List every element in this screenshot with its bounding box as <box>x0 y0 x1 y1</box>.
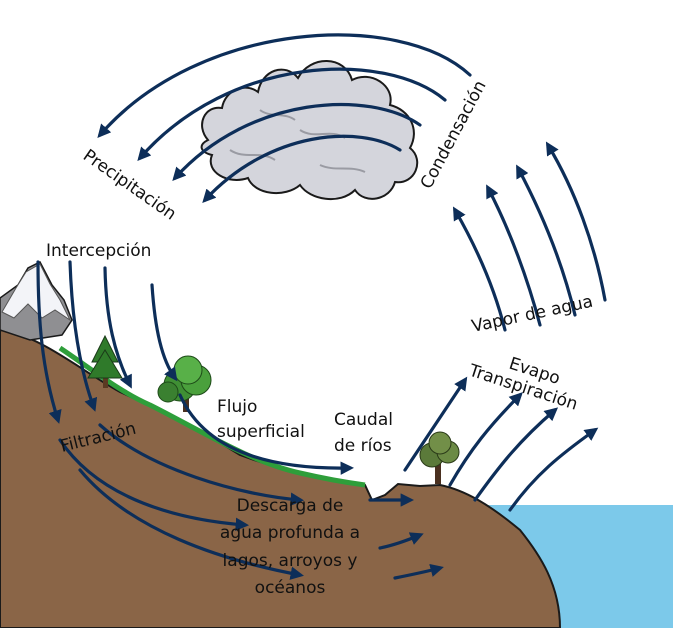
groundwater-arrow-5 <box>378 532 424 550</box>
label-surface-flow-line2: superficial <box>217 422 305 442</box>
label-precipitation: Precipitación <box>79 146 180 225</box>
label-surface-flow-line1: Flujo <box>217 397 257 417</box>
cloud <box>200 60 419 201</box>
tree-right <box>419 431 460 484</box>
vapor-arrow-2 <box>486 184 542 327</box>
evapotranspiration-arrow-4 <box>508 427 599 512</box>
evapotranspiration-arrow-3 <box>473 407 559 502</box>
label-discharge-line2: agua profunda a <box>220 523 360 543</box>
mountain-snow <box>1 263 72 322</box>
groundwater-arrow-2 <box>78 468 304 580</box>
groundwater-arrow-3 <box>98 423 305 506</box>
label-river-flow-line2: de ríos <box>334 436 392 456</box>
interception-arrow-4 <box>150 283 178 382</box>
label-condensation: Condensación <box>417 77 491 192</box>
tree-left <box>157 355 212 412</box>
groundwater-arrow-6 <box>393 563 444 580</box>
precipitation-arrow-1 <box>97 33 472 139</box>
vapor-arrow-4 <box>545 141 607 302</box>
label-river-flow-line1: Caudal <box>334 410 393 430</box>
groundwater-arrow-1 <box>58 438 250 531</box>
precipitation-arrow-3 <box>172 102 422 181</box>
evapotranspiration-arrow-1 <box>403 376 468 472</box>
interception-arrow-2 <box>68 260 98 412</box>
pine-tree <box>87 334 123 388</box>
evapotranspiration-arrow-2 <box>448 392 523 487</box>
label-discharge-line4: océanos <box>255 578 326 598</box>
vapor-arrow-3 <box>516 164 577 317</box>
interception-arrow-3 <box>103 266 132 389</box>
label-interception: Intercepción <box>46 241 151 261</box>
vapor-arrow-1 <box>452 206 507 332</box>
precipitation-arrow-4 <box>202 134 402 203</box>
precipitation-arrow-2 <box>137 67 447 162</box>
label-discharge-line1: Descarga de <box>237 496 344 516</box>
label-discharge-line3: lagos, arroyos y <box>223 551 358 571</box>
interception-arrow-1 <box>36 260 62 424</box>
surface-flow-arrow <box>178 393 355 475</box>
